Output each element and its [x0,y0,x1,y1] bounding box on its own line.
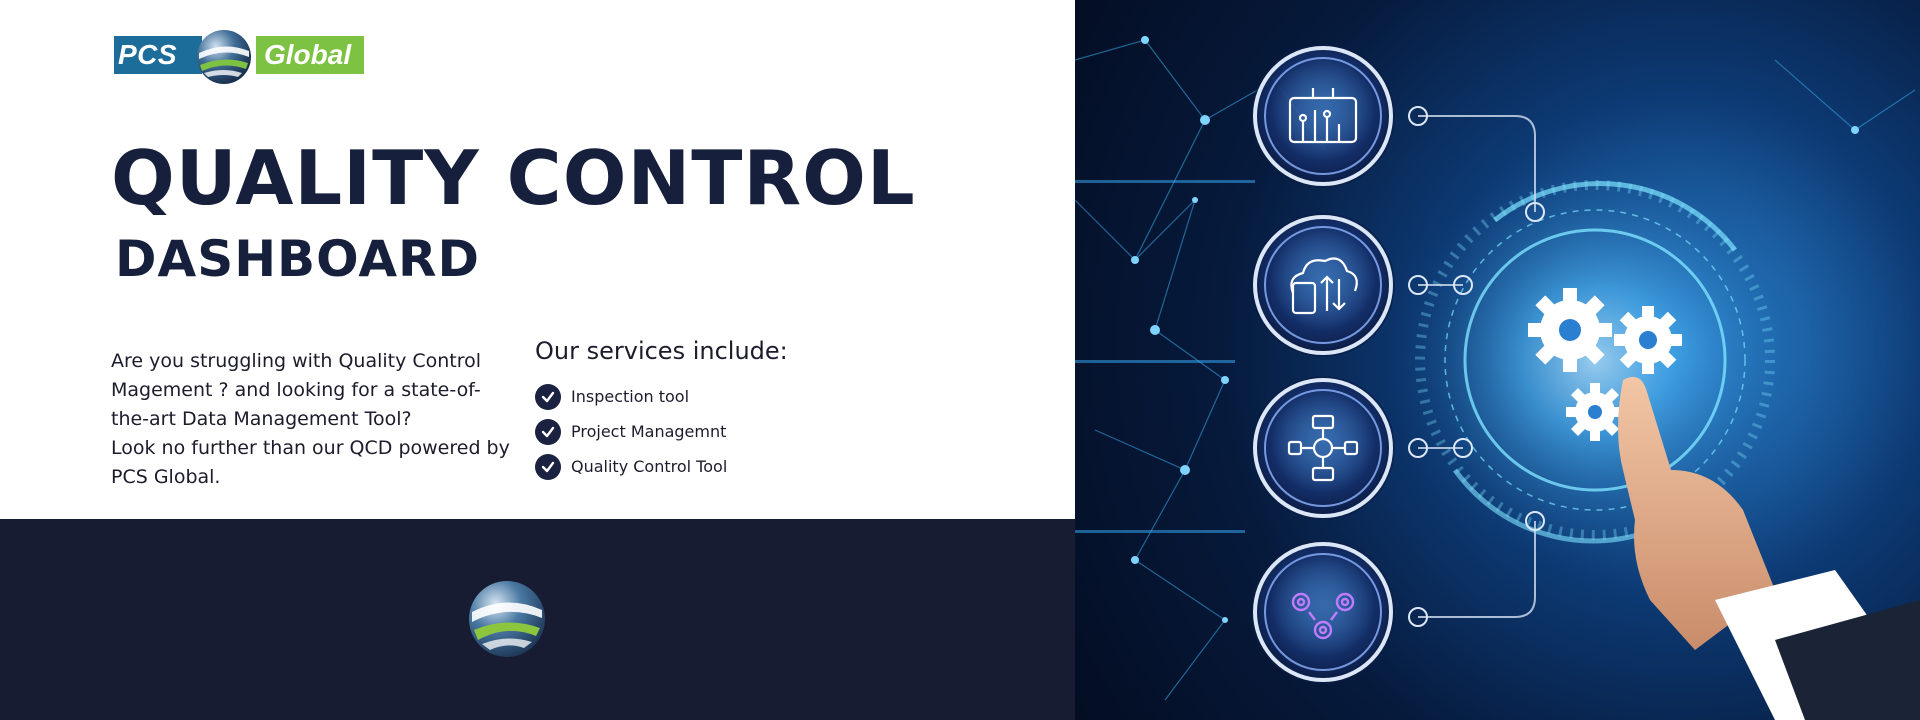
feature-icon-circle-2 [1251,213,1395,357]
logo-left-block [114,36,202,74]
pcs-global-logo[interactable]: PCS Global [114,27,364,84]
network-nodes [1131,36,1879,704]
page-title: QUALITY CONTROL [111,134,916,222]
services-section: Our services include: Inspection tool Pr… [535,333,955,484]
service-item-quality: Quality Control Tool [535,449,955,484]
check-circle-icon [535,383,561,410]
cloud-calculator-icon [1290,257,1358,315]
feature-icon-circle-3 [1251,376,1395,520]
circuit-board-icon [1288,88,1358,144]
logo-global-text: Global [264,39,352,70]
gears-icon [1528,288,1682,441]
logo-pcs-text: PCS [118,39,178,70]
hologram-illustration [1075,36,1920,720]
service-item-inspection: Inspection tool [535,379,955,414]
hologram-rings [1415,180,1775,544]
globe-icon [197,30,251,84]
feature-icon-circle-4 [1251,540,1395,684]
horizontal-light-bars [1075,180,1255,533]
check-circle-icon [535,418,561,445]
hand-illustration [1618,376,1920,720]
intro-line-1: Are you struggling with Quality Control … [111,350,482,430]
globe-icon [469,581,545,657]
connector-lines [1418,115,1536,618]
gears-icon [1291,592,1355,640]
intro-text: Are you struggling with Quality Control … [111,347,511,492]
check-circle-icon [535,453,561,480]
technology-illustration [1075,0,1920,720]
service-item-project: Project Managemnt [535,414,955,449]
left-panel: PCS Global QUALITY CONTROL DASHBOARD Are… [0,27,1075,720]
feature-icon-circle-1 [1251,44,1395,188]
page-subtitle: DASHBOARD [115,230,481,288]
connector-nodes [1408,106,1545,627]
flowchart-gear-icon [1287,414,1359,482]
logo-right-block [256,36,364,74]
service-label: Quality Control Tool [571,457,728,476]
service-label: Project Managemnt [571,422,727,441]
service-label: Inspection tool [571,387,690,406]
services-heading: Our services include: [535,337,788,365]
intro-line-2: Look no further than our QCD powered by … [111,437,510,488]
services-list: Inspection tool Project Managemnt Qualit… [535,379,955,484]
